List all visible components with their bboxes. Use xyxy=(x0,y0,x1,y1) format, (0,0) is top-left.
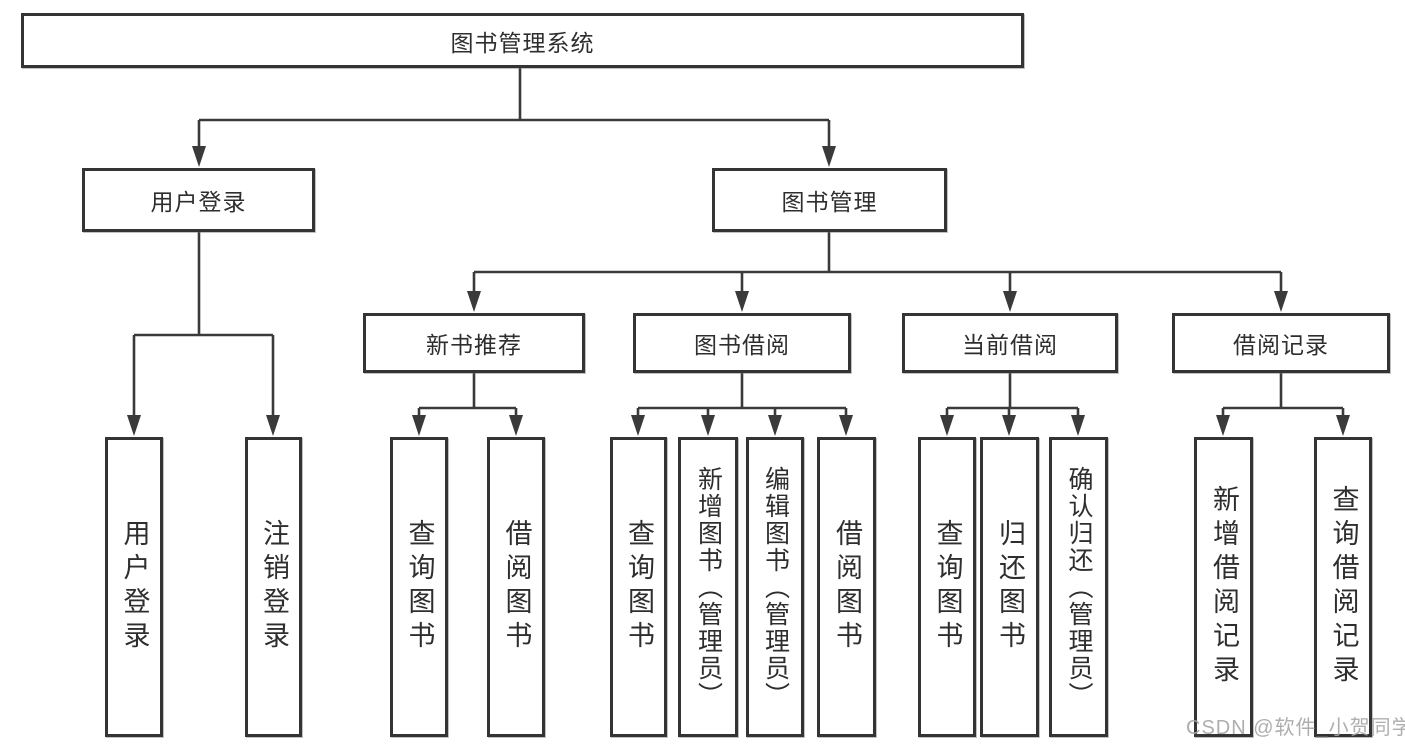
node-book-management: 图书管理 xyxy=(712,168,947,232)
node-user-login: 用户登录 xyxy=(82,168,315,232)
node-borrowing-records: 借阅记录 xyxy=(1172,313,1390,373)
leaf-confirm-return-admin: 确认归还（管理员） xyxy=(1049,437,1108,737)
leaf-borrow-books: 借阅图书 xyxy=(817,437,876,737)
leaf-user-login: 用户登录 xyxy=(105,437,163,737)
leaf-add-borrow-record: 新增借阅记录 xyxy=(1194,437,1253,737)
arrowheads xyxy=(127,146,1350,436)
leaf-add-books-admin: 新增图书（管理员） xyxy=(678,437,738,737)
node-book-borrowing: 图书借阅 xyxy=(633,313,851,373)
leaf-logout: 注销登录 xyxy=(245,437,302,737)
leaf-return-books: 归还图书 xyxy=(980,437,1039,737)
csdn-watermark: CSDN @软件_小贺同学 xyxy=(1186,717,1405,739)
leaf-borrow-books-recommend: 借阅图书 xyxy=(487,437,545,737)
leaf-query-books-current: 查询图书 xyxy=(918,437,976,737)
leaf-query-books-borrowing: 查询图书 xyxy=(610,437,667,737)
leaf-query-books-recommend: 查询图书 xyxy=(390,437,448,737)
node-current-borrowing: 当前借阅 xyxy=(902,313,1118,373)
node-library-management-system: 图书管理系统 xyxy=(21,13,1024,68)
node-new-book-recommend: 新书推荐 xyxy=(363,313,585,373)
leaf-edit-books-admin: 编辑图书（管理员） xyxy=(746,437,804,737)
leaf-query-borrow-record: 查询借阅记录 xyxy=(1314,437,1372,737)
